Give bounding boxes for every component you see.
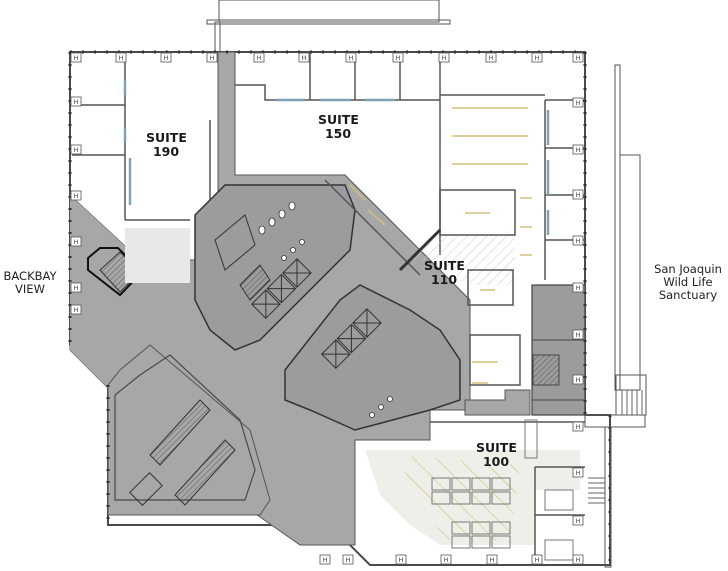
svg-text:H: H [444,557,449,564]
svg-text:H: H [346,557,351,564]
east-boardwalk [584,64,647,568]
svg-text:H: H [576,332,581,339]
suite-100-number: 100 [482,454,510,470]
svg-text:H: H [257,55,262,62]
mullions [68,50,612,565]
suite-190-number: 190 [152,144,180,160]
suite-110-line1: SUITE [424,258,465,273]
suite-190-label: SUITE 190 [146,130,187,160]
suite-110-lights [452,107,532,384]
svg-text:H: H [74,193,79,200]
svg-text:H: H [210,55,215,62]
east-view-line3: Sanctuary [658,288,718,303]
svg-text:H: H [74,99,79,106]
suite-100-walls [430,421,585,565]
svg-text:H: H [576,100,581,107]
suite-100-stripes [395,455,520,540]
suite-110-label: SUITE 110 [424,258,465,288]
restroom-fixtures [258,201,393,418]
svg-text:H: H [74,239,79,246]
svg-text:H: H [349,55,354,62]
workstations [431,419,574,561]
column-markers: H H H H H H H H H H H H H H H H H H H H … [70,52,584,565]
suite-100-label: SUITE 100 [476,440,517,470]
east-service [531,284,586,416]
elevator-core [194,184,356,351]
suite-150-line1: SUITE [318,112,359,127]
suite-190-lobby [125,228,190,283]
svg-text:H: H [576,470,581,477]
west-view-label: BACKBAY VIEW [0,269,60,297]
west-view-line1: BACKBAY [3,269,57,283]
svg-text:H: H [576,285,581,292]
svg-text:H: H [576,238,581,245]
east-view-line1: San Joaquin [654,262,722,276]
svg-text:H: H [302,55,307,62]
svg-text:H: H [576,424,581,431]
suite-100-line1: SUITE [476,440,517,455]
suite-190-line1: SUITE [146,130,187,145]
svg-text:H: H [576,557,581,564]
svg-text:H: H [74,285,79,292]
svg-text:H: H [576,192,581,199]
svg-text:H: H [442,55,447,62]
elevator-core-2 [284,284,461,431]
elevators [214,214,382,369]
svg-text:H: H [576,518,581,525]
entrance-canopy [206,0,451,53]
east-view-line2: Wild Life [663,275,713,290]
suite-150-walls [235,52,441,276]
svg-text:H: H [74,55,79,62]
svg-text:H: H [119,55,124,62]
svg-text:H: H [490,557,495,564]
suite-150-lights [349,184,386,226]
suite-110-hatch [410,235,515,285]
svg-text:H: H [576,377,581,384]
east-view-label: San Joaquin Wild Life Sanctuary [648,262,728,303]
west-view-line2: VIEW [15,282,45,297]
svg-text:H: H [489,55,494,62]
svg-text:H: H [399,557,404,564]
svg-text:H: H [576,147,581,154]
svg-text:H: H [74,147,79,154]
suite-150-number: 150 [324,126,352,142]
svg-text:H: H [576,55,581,62]
svg-text:H: H [396,55,401,62]
svg-text:H: H [164,55,169,62]
svg-text:H: H [74,307,79,314]
svg-text:H: H [535,55,540,62]
escalators [129,399,236,506]
suite-150-label: SUITE 150 [318,112,359,142]
suite-110-number: 110 [430,272,458,288]
svg-text:H: H [535,557,540,564]
svg-text:H: H [323,557,328,564]
